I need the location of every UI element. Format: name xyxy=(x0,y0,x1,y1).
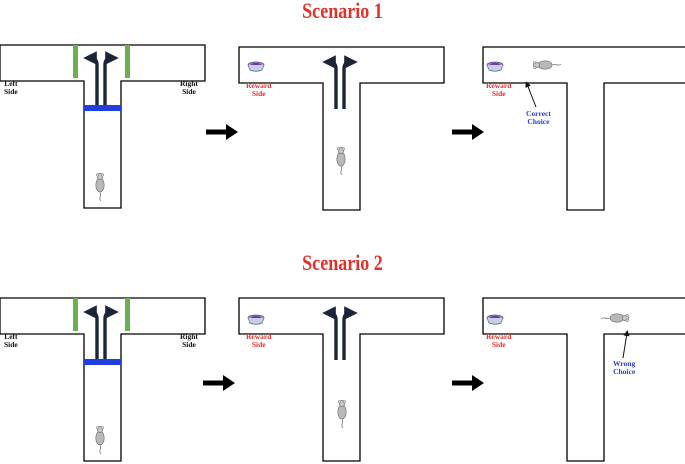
transition-arrow-icon xyxy=(452,375,484,391)
right-door xyxy=(125,45,130,78)
scenario-2 xyxy=(0,297,685,462)
s2-reward-side-label-result: Reward Side xyxy=(486,333,511,349)
s2-right-side-label: Right Side xyxy=(180,333,198,349)
s2-panel-start xyxy=(0,297,206,462)
s2-panel-released xyxy=(238,297,445,462)
label-line: Left xyxy=(4,79,18,88)
choice-pointer xyxy=(622,330,630,359)
label-line: Side xyxy=(251,89,266,98)
s2-reward-side-label: Reward Side xyxy=(246,333,271,349)
label-line: Side xyxy=(491,89,506,98)
transition-arrow-icon xyxy=(452,124,484,140)
right-door xyxy=(125,298,130,331)
food-bowl-icon xyxy=(247,314,265,325)
s2-wrong-choice-label: Wrong Choice xyxy=(613,360,635,376)
start-barrier xyxy=(84,359,121,365)
label-line: Reward xyxy=(486,81,512,90)
scenario-1 xyxy=(0,44,685,211)
s2-left-side-label: Left Side xyxy=(4,333,18,349)
label-line: Choice xyxy=(527,117,550,126)
label-line: Wrong xyxy=(613,359,636,368)
label-line: Reward xyxy=(246,81,272,90)
label-line: Side xyxy=(4,340,18,349)
s1-right-side-label: Right Side xyxy=(180,80,198,96)
s1-reward-side-label-result: Reward Side xyxy=(486,82,511,98)
left-door xyxy=(73,298,78,331)
food-bowl-icon xyxy=(247,61,265,72)
label-line: Reward xyxy=(486,332,512,341)
transition-arrow-icon xyxy=(206,124,238,140)
s1-correct-choice-label: Correct Choice xyxy=(526,110,551,126)
transition-arrow-icon xyxy=(203,375,235,391)
label-line: Right xyxy=(180,332,198,341)
label-line: Left xyxy=(4,332,18,341)
s1-left-side-label: Left Side xyxy=(4,80,18,96)
label-line: Side xyxy=(491,340,506,349)
start-barrier xyxy=(84,105,121,111)
s1-panel-start xyxy=(0,44,206,209)
scenario-2-title: Scenario 2 xyxy=(302,250,383,275)
label-line: Choice xyxy=(613,367,636,376)
scenario-1-title: Scenario 1 xyxy=(302,0,383,23)
label-line: Right xyxy=(180,79,198,88)
choice-pointer xyxy=(525,81,537,108)
left-door xyxy=(73,45,78,78)
label-line: Reward xyxy=(246,332,272,341)
s1-reward-side-label: Reward Side xyxy=(246,82,271,98)
s2-panel-result xyxy=(482,297,685,462)
s1-panel-released xyxy=(238,46,445,211)
label-line: Correct xyxy=(526,109,551,118)
food-bowl-icon xyxy=(486,61,504,72)
food-bowl-icon xyxy=(486,314,504,325)
s1-panel-result xyxy=(482,46,685,211)
label-line: Side xyxy=(182,87,196,96)
label-line: Side xyxy=(251,340,266,349)
label-line: Side xyxy=(182,340,196,349)
label-line: Side xyxy=(4,87,18,96)
